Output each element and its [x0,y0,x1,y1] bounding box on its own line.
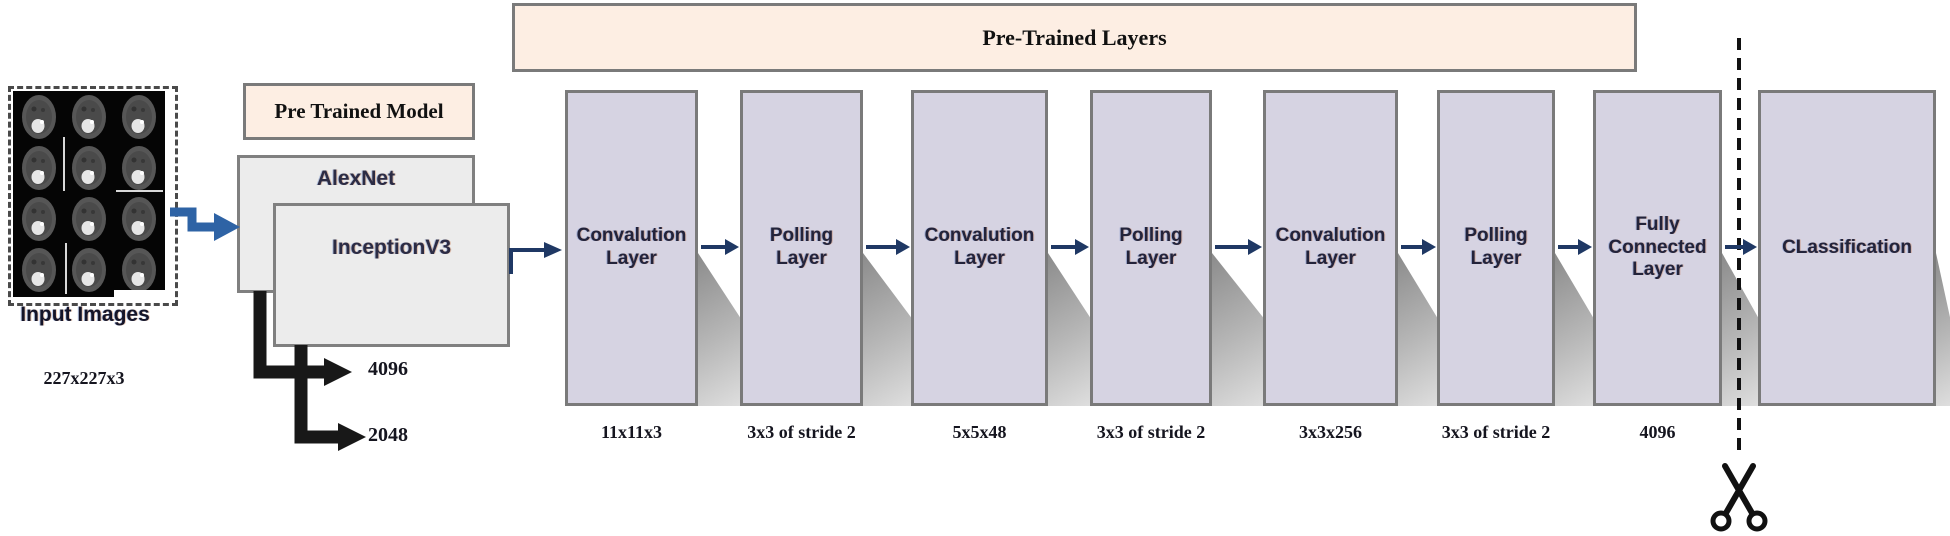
layer-label: Convalution Layer [576,225,687,269]
box-shadow [1555,253,1593,406]
layer-box: Convalution Layer [565,90,698,406]
pretrained-layers-header: Pre-Trained Layers [512,3,1637,72]
classification-label: CLassification [1782,236,1912,258]
layer-size-label: 4096 [1639,422,1676,442]
inceptionv3-box: InceptionV3 [273,203,510,347]
input-arrow [170,207,240,241]
model-to-layers-arrow [509,242,562,274]
layer-box: Convalution Layer [1263,90,1398,406]
layer-size-label: 3x3x256 [1299,422,1362,442]
box-shadow [1936,253,1950,406]
inceptionv3-label: InceptionV3 [331,236,452,259]
layer-box: Polling Layer [740,90,863,406]
box-shadow [1048,253,1090,406]
box-shadow [698,253,740,406]
box-shadow [1398,253,1437,406]
input-size-label: 227x227x3 [43,368,125,388]
input-images-label: Input Images [20,303,150,326]
layer-arrow [866,239,910,255]
box-shadow [1722,253,1758,406]
layer-arrow [1401,239,1436,255]
layer-box: Convalution Layer [911,90,1048,406]
alexnet-label: AlexNet [316,167,396,190]
layer-arrow [1051,239,1089,255]
layer-label: Fully Connected Layer [1608,213,1707,281]
scissors-icon [1710,463,1768,532]
layer-size-label: 3x3 of stride 2 [1441,422,1551,442]
layer-box: Fully Connected Layer [1593,90,1722,406]
pretrained-model-title-text: Pre Trained Model [274,99,444,123]
box-shadow [863,253,911,406]
layer-label: Polling Layer [769,225,834,269]
alexnet-output-value: 4096 [368,358,408,380]
brain-scan-grid [13,91,165,297]
box-shadow [1212,253,1263,406]
layer-label: Polling Layer [1464,225,1528,269]
layer-size-label: 5x5x48 [952,422,1007,442]
layer-arrow [1215,239,1262,255]
layer-label: Polling Layer [1119,225,1183,269]
pretrained-layers-title: Pre-Trained Layers [982,24,1167,50]
layer-size-label: 3x3 of stride 2 [1096,422,1206,442]
layer-label: Convalution Layer [1275,225,1386,269]
layer-box: Polling Layer [1437,90,1555,406]
classification-box: CLassification [1758,90,1936,406]
layer-size-label: 3x3 of stride 2 [747,422,856,442]
layer-arrow [701,239,739,255]
pretrained-model-title: Pre Trained Model [243,83,475,140]
layer-arrow [1558,239,1592,255]
input-frame [8,86,178,306]
layer-arrow [1725,239,1757,255]
layer-label: Convalution Layer [924,225,1035,269]
inceptionv3-output-value: 2048 [368,424,408,446]
layer-size-label: 11x11x3 [600,422,662,442]
inceptionv3-output-arrow [294,345,366,451]
layer-box: Polling Layer [1090,90,1212,406]
